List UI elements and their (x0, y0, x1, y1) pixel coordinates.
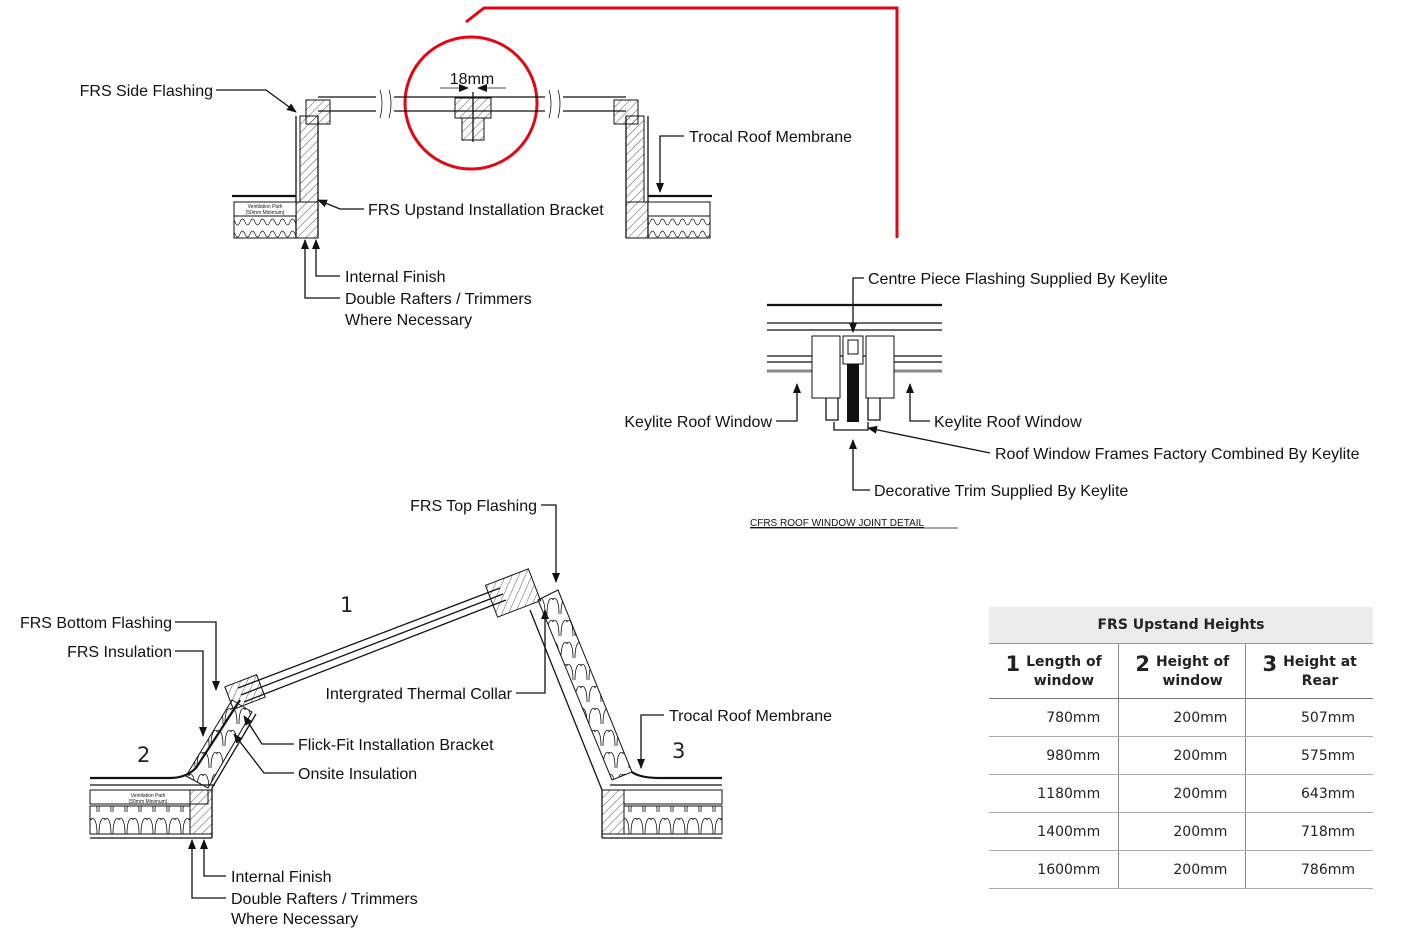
cell-length: 1600mm (989, 850, 1119, 889)
label-thermal-collar: Intergrated Thermal Collar (326, 686, 513, 703)
label-decorative-trim: Decorative Trim Supplied By Keylite (874, 483, 1128, 500)
cell-length: 1180mm (989, 774, 1119, 813)
table-title: FRS Upstand Heights (989, 607, 1373, 644)
cell-length: 780mm (989, 698, 1119, 737)
callout-circle (403, 35, 539, 171)
svg-text:Where Necessary: Where Necessary (231, 911, 358, 928)
table-row: 1400mm 200mm 718mm (989, 812, 1373, 851)
label-frs-insulation: FRS Insulation (67, 644, 172, 661)
section-detail: Ventilation Path (50mm Minimum) 1 2 3 FR… (20, 498, 832, 928)
vent-path-label-bottom: Ventilation Path (131, 793, 166, 799)
left-upstand (295, 99, 331, 239)
svg-text:Where Necessary: Where Necessary (345, 312, 472, 329)
cell-rear: 575mm (1245, 736, 1373, 775)
cell-height: 200mm (1118, 698, 1246, 737)
right-roof (647, 194, 712, 239)
label-internal-finish-bottom: Internal Finish (231, 869, 332, 886)
label-trocal-bottom: Trocal Roof Membrane (669, 708, 832, 725)
cell-height: 200mm (1118, 774, 1246, 813)
cell-height: 200mm (1118, 812, 1246, 851)
dimension-18mm: 18mm (450, 71, 494, 88)
label-trocal-top: Trocal Roof Membrane (689, 129, 852, 146)
vent-path-label: Ventilation Path (248, 204, 283, 210)
callout-leader (465, 6, 899, 238)
cell-rear: 718mm (1245, 812, 1373, 851)
label-internal-finish-top: Internal Finish (345, 269, 446, 286)
label-side-flashing: FRS Side Flashing (80, 83, 213, 100)
cell-rear: 786mm (1245, 850, 1373, 889)
label-upstand-bracket: FRS Upstand Installation Bracket (368, 202, 604, 219)
cell-rear: 643mm (1245, 774, 1373, 813)
right-upstand (613, 99, 649, 239)
number-1: 1 (340, 593, 353, 617)
table-row: 1180mm 200mm 643mm (989, 774, 1373, 813)
label-keylite-window-left: Keylite Roof Window (624, 414, 772, 431)
cell-rear: 507mm (1245, 698, 1373, 737)
label-rafters-bottom: Double Rafters / Trimmers (231, 891, 418, 908)
top-detail: 18mm Ventilation Path (50mm Minimum) (80, 6, 899, 329)
label-bottom-flashing: FRS Bottom Flashing (20, 615, 172, 632)
svg-text:(50mm Minimum): (50mm Minimum) (246, 210, 285, 216)
number-2: 2 (137, 743, 150, 767)
cell-length: 980mm (989, 736, 1119, 775)
cell-length: 1400mm (989, 812, 1119, 851)
label-top-flashing: FRS Top Flashing (410, 498, 537, 515)
table-row: 1600mm 200mm 786mm (989, 850, 1373, 889)
number-3: 3 (672, 739, 685, 763)
label-flick-fit: Flick-Fit Installation Bracket (298, 737, 494, 754)
label-frames-combined: Roof Window Frames Factory Combined By K… (995, 446, 1360, 463)
caption-joint-detail: CFRS ROOF WINDOW JOINT DETAIL (750, 518, 925, 529)
cell-height: 200mm (1118, 736, 1246, 775)
cell-height: 200mm (1118, 850, 1246, 889)
table-row: 780mm 200mm 507mm (989, 698, 1373, 737)
svg-text:(50mm Minimum): (50mm Minimum) (129, 799, 168, 805)
label-rafters-top: Double Rafters / Trimmers (345, 291, 532, 308)
label-onsite-insulation: Onsite Insulation (298, 766, 417, 783)
centre-joint (454, 92, 492, 142)
table-row: 980mm 200mm 575mm (989, 736, 1373, 775)
label-centre-piece: Centre Piece Flashing Supplied By Keylit… (868, 271, 1168, 288)
left-roof: Ventilation Path (50mm Minimum) (232, 194, 297, 239)
joint-detail: Centre Piece Flashing Supplied By Keylit… (624, 271, 1359, 529)
label-keylite-window-right: Keylite Roof Window (934, 414, 1082, 431)
